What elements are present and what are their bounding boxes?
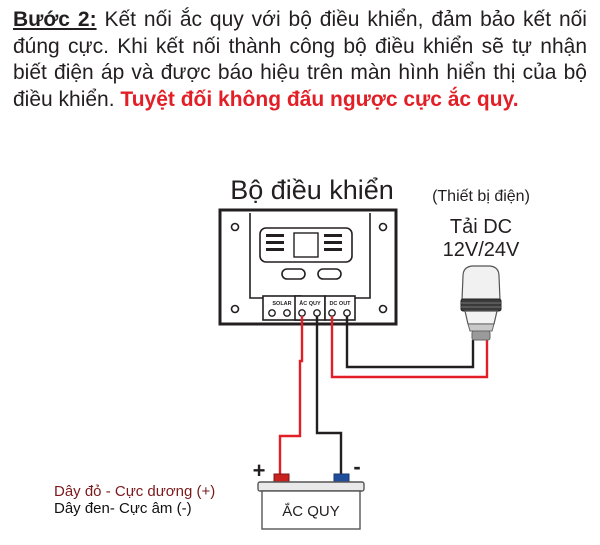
load-name: Tải DC: [450, 216, 512, 238]
instruction-paragraph: Bước 2: Kết nối ắc quy với bộ điều khiển…: [13, 7, 587, 113]
terminal-screw: [283, 309, 291, 317]
battery: ẮC QUY + -: [253, 454, 365, 530]
controller-button-right: [317, 268, 342, 280]
battery-minus-sign: -: [353, 454, 360, 479]
load-caption: (Thiết bị điện): [432, 188, 530, 205]
terminal-screw: [298, 309, 306, 317]
legend-black-wire: Dây đen- Cực âm (-): [54, 500, 192, 517]
terminal-label-dc-out: DC OUT: [329, 301, 351, 307]
load-voltage: 12V/24V: [443, 239, 520, 261]
red-wire-load: [330, 316, 489, 379]
controller-display: [259, 227, 353, 263]
black-wire-battery: [315, 316, 343, 476]
charge-controller: SOLAR ẮC QUY DC OUT: [218, 208, 398, 326]
warning-text: Tuyệt đối không đấu ngược cực ắc quy.: [120, 87, 519, 111]
terminal-screw: [268, 309, 276, 317]
legend-red-wire: Dây đỏ - Cực dương (+): [54, 483, 216, 500]
terminal-screw: [328, 309, 336, 317]
black-wire-load: [345, 316, 475, 369]
battery-label: ẮC QUY: [282, 502, 340, 520]
terminal-block: SOLAR ẮC QUY DC OUT: [262, 295, 356, 321]
terminal-label-solar: SOLAR: [272, 301, 291, 307]
terminal-label-battery: ẮC QUY: [299, 299, 321, 307]
instruction-body: Kết nối ắc quy với bộ điều khiển, đảm bả…: [13, 8, 587, 111]
wire-legend: Dây đỏ - Cực dương (+) Dây đen- Cực âm (…: [54, 483, 215, 517]
step-label: Bước 2:: [13, 8, 97, 31]
red-wire-battery: [278, 316, 304, 476]
controller-title: Bộ điều khiển: [230, 175, 394, 205]
controller-button-left: [281, 268, 306, 280]
dc-bulb-icon: [460, 265, 502, 341]
wires: [278, 316, 489, 476]
terminal-screw: [313, 309, 321, 317]
terminal-screw: [343, 309, 351, 317]
battery-plus-sign: +: [253, 458, 266, 483]
